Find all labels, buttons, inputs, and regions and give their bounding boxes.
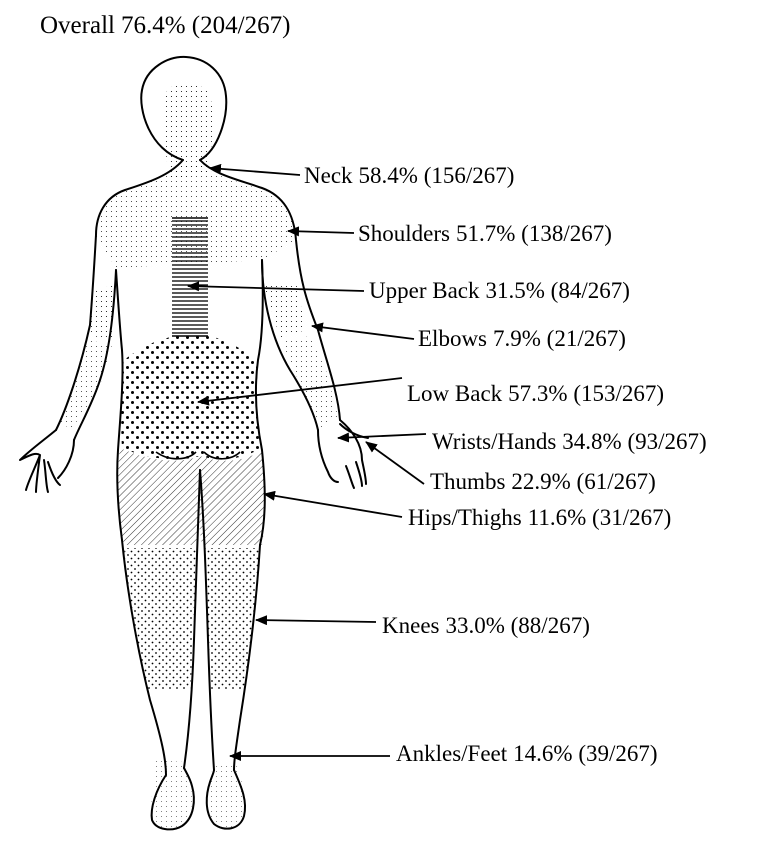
overall-value: 76.4% (204/267): [121, 12, 290, 39]
ankles-feet-name: Ankles/Feet: [396, 741, 507, 766]
upper-back-region: [172, 218, 208, 336]
hips-thighs-region: [118, 448, 265, 545]
elbows-arrow: [312, 326, 414, 339]
right-hand-outline: [318, 420, 368, 488]
shoulders-value: 51.7% (138/267): [456, 221, 612, 246]
thumbs-name: Thumbs: [430, 469, 505, 494]
upper-back-name: Upper Back: [369, 278, 480, 303]
hips-thighs-value: 11.6% (31/267): [528, 505, 672, 530]
thumbs-arrow: [366, 442, 424, 484]
ankles-feet-region: [151, 760, 244, 829]
low-back-name: Low Back: [407, 381, 502, 406]
wrists-arrow: [338, 434, 426, 438]
neck-name: Neck: [304, 163, 353, 188]
elbows-name: Elbows: [418, 326, 487, 351]
wrists-hands-value: 34.8% (93/267): [562, 429, 706, 454]
shoulders-name: Shoulders: [358, 221, 450, 246]
knees-arrow: [256, 620, 376, 622]
left-hand-outline: [20, 430, 74, 492]
neck-value: 58.4% (156/267): [359, 163, 515, 188]
wrists-hands-name: Wrists/Hands: [432, 429, 556, 454]
upper-back-value: 31.5% (84/267): [486, 278, 630, 303]
overall-name: Overall: [40, 12, 115, 39]
low-back-value: 57.3% (153/267): [508, 381, 664, 406]
elbows-value: 7.9% (21/267): [493, 326, 626, 351]
thumbs-value: 22.9% (61/267): [511, 469, 655, 494]
hips-thighs-name: Hips/Thighs: [408, 505, 522, 530]
neck-region: [164, 83, 213, 178]
shoulders-arrow: [288, 231, 354, 233]
hips-arrow: [264, 494, 402, 517]
knees-name: Knees: [382, 613, 439, 638]
ankles-feet-value: 14.6% (39/267): [513, 741, 657, 766]
knees-value: 33.0% (88/267): [445, 613, 589, 638]
